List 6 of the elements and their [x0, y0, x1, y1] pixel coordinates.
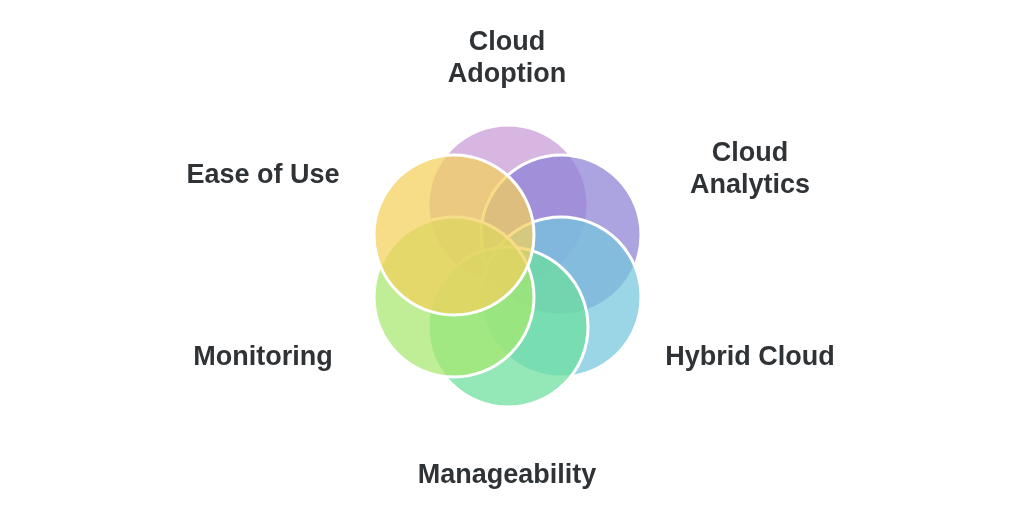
category-label: Ease of Use — [185, 158, 341, 190]
category-label: Monitoring — [192, 340, 334, 372]
category-label: Cloud Analytics — [688, 136, 812, 200]
category-label: Manageability — [416, 458, 598, 490]
category-label: Hybrid Cloud — [664, 340, 836, 372]
category-label: Cloud Adoption — [446, 25, 568, 89]
